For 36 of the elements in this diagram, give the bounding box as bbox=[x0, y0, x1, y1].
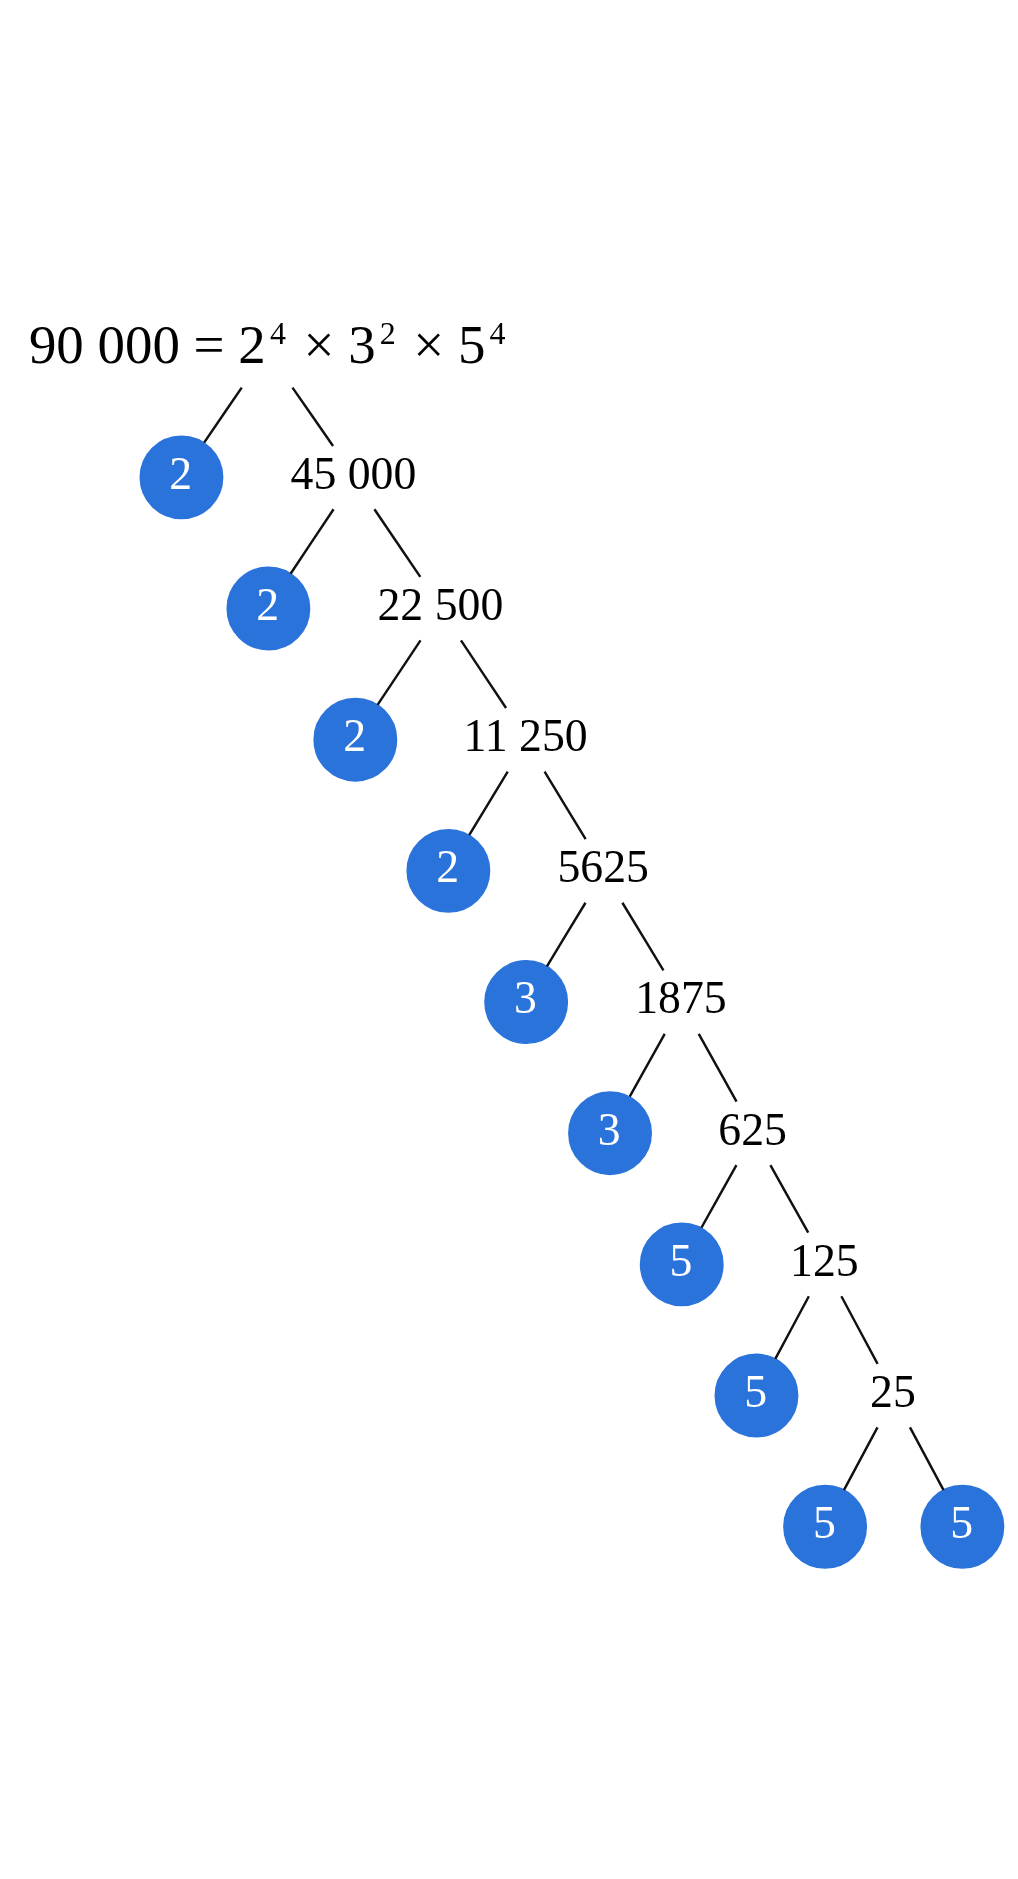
connector bbox=[543, 770, 587, 840]
connector bbox=[545, 902, 587, 967]
node-text: 45 000 bbox=[290, 447, 417, 499]
node-circle: 3 bbox=[568, 1091, 652, 1176]
node-text: 22 500 bbox=[377, 578, 504, 630]
connector bbox=[373, 508, 422, 578]
node-circle: 2 bbox=[313, 697, 398, 782]
node-text: 625 bbox=[718, 1103, 787, 1155]
connector bbox=[621, 902, 665, 971]
node-circle: 2 bbox=[226, 566, 311, 651]
connector bbox=[697, 1033, 738, 1103]
connector bbox=[908, 1426, 945, 1491]
node-circle: 5 bbox=[714, 1353, 799, 1438]
node-circle: 3 bbox=[484, 960, 569, 1044]
node-text: 125 bbox=[790, 1234, 859, 1286]
node-circle: 2 bbox=[406, 828, 491, 913]
connector bbox=[289, 508, 335, 575]
node-text: 25 bbox=[870, 1365, 916, 1417]
connector bbox=[203, 386, 243, 444]
connector bbox=[700, 1164, 738, 1229]
connector bbox=[774, 1295, 810, 1360]
connector bbox=[459, 639, 508, 709]
connector bbox=[468, 770, 509, 836]
node-circle: 5 bbox=[639, 1222, 724, 1307]
node-text: 1875 bbox=[635, 972, 727, 1024]
node-circle: 5 bbox=[920, 1484, 1005, 1569]
node-circle: 5 bbox=[783, 1484, 868, 1569]
connector bbox=[628, 1033, 666, 1098]
connector bbox=[376, 639, 422, 706]
node-text: 11 250 bbox=[463, 710, 588, 762]
node-text: 5625 bbox=[557, 841, 649, 893]
connector bbox=[840, 1295, 879, 1365]
node-circle: 2 bbox=[139, 435, 224, 520]
connector bbox=[769, 1164, 810, 1234]
connector bbox=[291, 386, 335, 447]
connector bbox=[842, 1426, 879, 1491]
